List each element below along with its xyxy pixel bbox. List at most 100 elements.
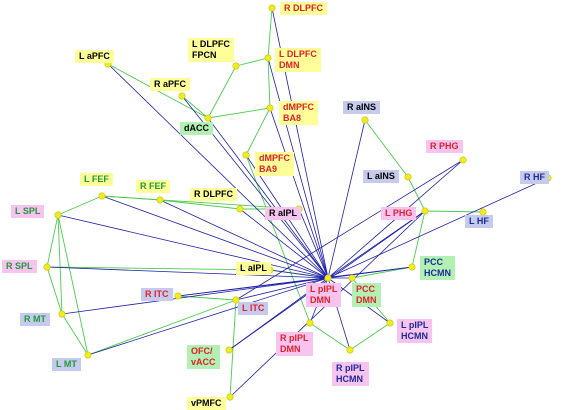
node-label-vPMFC: vPMFC [187,397,226,410]
blue-edge [267,57,329,279]
node-label-line: L SPL [15,206,41,216]
node-label-line: R HF [524,172,545,182]
node-dot-L_MT [84,351,92,359]
blue-edge [235,159,464,301]
node-label-line: L DLPFC [192,39,230,49]
node-dot-dMPFC_BA8 [266,104,274,112]
node-dot-L_pIPL_HCMN [386,319,394,327]
node-label-line: R FEF [140,181,166,191]
green-edge [46,266,63,315]
node-label-L_FEF: L FEF [80,173,113,186]
green-edge [245,107,271,156]
blue-edge [159,199,329,279]
green-edge [351,266,413,279]
node-dot-L_DLPFC_DMN [264,54,272,62]
green-edge [46,214,59,268]
node-label-L_aIPL: L aIPL [236,262,271,275]
node-label-L_aPFC: L aPFC [75,50,114,63]
node-label-R_DLPFC_top: R DLPFC [280,2,327,15]
node-label-L_ITC: L ITC [238,302,269,315]
green-edge [101,195,300,210]
node-label-line: L ITC [242,303,265,313]
blue-edge [61,277,329,315]
node-label-line: L aIPL [240,263,267,273]
node-label-R_aIPL: R aIPL [265,207,302,220]
node-label-line: dMPFC [283,102,314,112]
green-edge [207,107,271,119]
node-label-line: R pIPL [336,363,365,373]
node-label-line: L HF [469,216,489,226]
node-dot-OFC_vACC [225,346,233,354]
node-dot-dMPFC_BA9 [242,151,250,159]
node-label-R_SPL: R SPL [2,260,37,273]
green-edge [87,299,237,356]
node-label-line: DMN [356,295,377,305]
node-dot-R_MT [58,310,66,318]
node-label-line: DMN [310,295,331,305]
node-label-R_PHG: R PHG [426,140,463,153]
node-label-dACC: dACC [180,122,213,135]
blue-edge [87,277,329,356]
blue-edge [57,214,329,279]
node-label-line: R aIPL [269,208,298,218]
node-label-L_HF: L HF [465,215,493,228]
node-label-line: L MT [56,359,77,369]
node-label-line: R aINS [347,102,377,112]
node-label-R_MT: R MT [20,313,50,326]
green-edge [159,199,241,210]
node-dot-R_aINS [361,116,369,124]
node-label-L_MT: L MT [52,358,81,371]
node-label-line: R PHG [430,141,459,151]
node-label-line: L DLPFC [279,49,317,59]
blue-edge [235,277,329,301]
node-dot-R_SPL [43,263,51,271]
node-label-line: R pIPL [280,333,309,343]
node-dot-R_DLPFC_top [268,4,276,12]
node-label-R_ITC: R ITC [141,288,173,301]
node-label-R_DLPFC: R DLPFC [190,188,237,201]
green-edge [267,7,273,59]
blue-edge [239,208,329,279]
blue-edge [269,269,329,279]
node-dot-L_ITC [232,296,240,304]
node-label-line: FPCN [192,50,217,60]
node-dot-L_DLPFC_FPCN [232,62,240,70]
node-label-line: R SPL [6,261,33,271]
node-label-L_aINS: L aINS [363,170,399,183]
green-edge [61,313,89,356]
green-edge [364,119,409,178]
node-label-line: DMN [279,60,300,70]
node-dot-R_pIPL_HCMN [346,346,354,354]
node-label-line: R aPFC [154,79,187,89]
green-edge [309,322,351,351]
node-label-line: HCMN [336,374,363,384]
node-dot-vPMFC [226,393,234,401]
node-label-line: HCMN [401,331,428,341]
node-label-line: R MT [24,314,46,324]
node-label-line: L pIPL [401,320,429,330]
node-label-line: BA9 [259,164,278,174]
blue-edge [327,119,366,279]
node-dot-L_pIPL_DMN [324,274,332,282]
node-markers [43,4,552,401]
blue-edge [107,63,329,279]
node-dot-R_aPFC [178,92,186,100]
green-edge [235,57,269,67]
node-label-R_aINS: R aINS [343,101,381,114]
node-label-line: R DLPFC [284,3,323,13]
node-dot-dACC [204,114,212,122]
node-dot-R_FEF [156,196,164,204]
green-edge [46,266,271,271]
node-label-line: L PHG [385,208,413,218]
node-dot-L_PHG [421,207,429,215]
green-edge [411,210,426,268]
green-edge [229,299,237,398]
node-label-OFC_vACC: OFC/vACC [187,345,220,369]
